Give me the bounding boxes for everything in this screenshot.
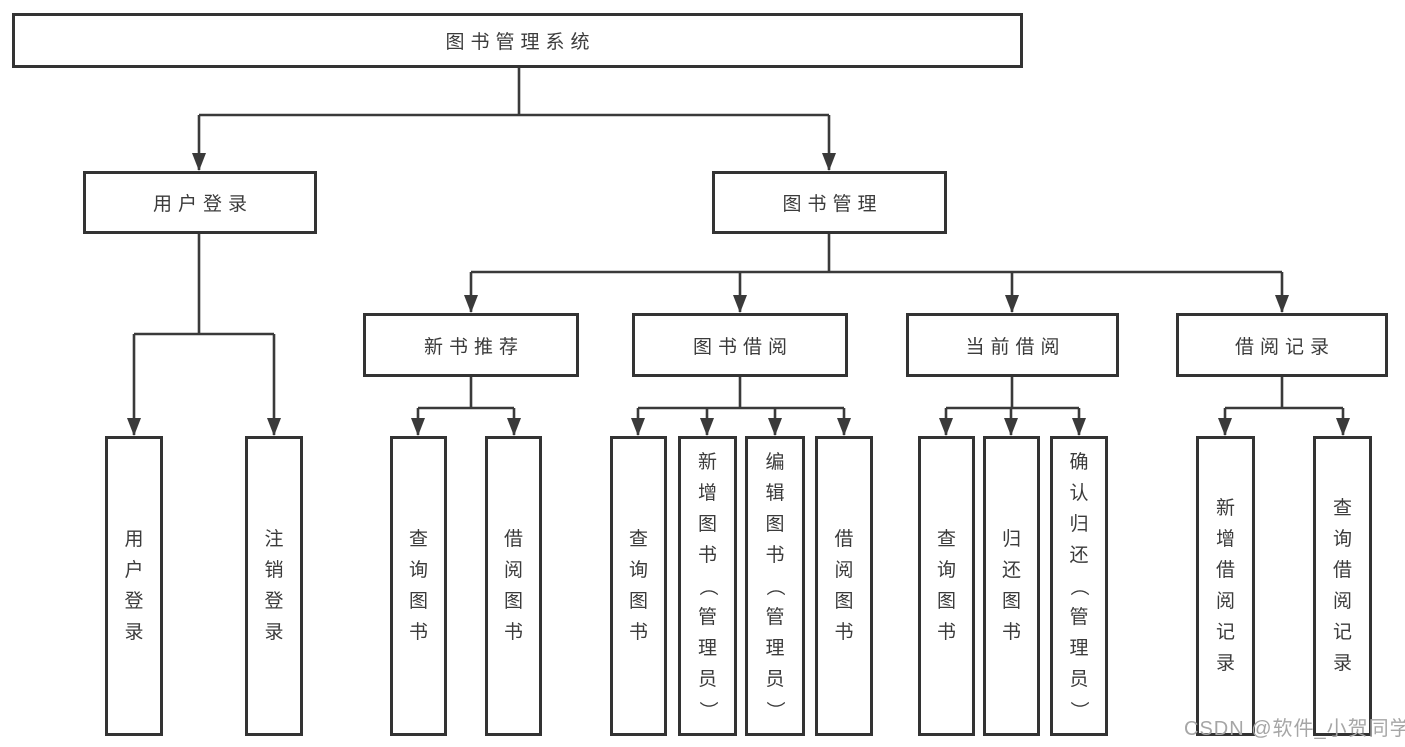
leaf-logout: 注销登录	[245, 436, 303, 736]
leaf-borrow-edit-books-admin: 编辑图书（管理员）	[745, 436, 805, 736]
node-user-login: 用户登录	[83, 171, 317, 234]
node-book-borrowing: 图书借阅	[632, 313, 848, 377]
csdn-watermark: CSDN @软件_小贺同学	[1184, 718, 1405, 740]
leaf-newbook-query-books: 查询图书	[390, 436, 447, 736]
leaf-borrow-query-books: 查询图书	[610, 436, 667, 736]
node-book-management: 图书管理	[712, 171, 947, 234]
leaf-current-query-books: 查询图书	[918, 436, 975, 736]
leaf-borrow-borrow-books: 借阅图书	[815, 436, 873, 736]
node-current-borrowing: 当前借阅	[906, 313, 1119, 377]
leaf-user-login: 用户登录	[105, 436, 163, 736]
node-new-book-recommend: 新书推荐	[363, 313, 579, 377]
leaf-borrow-add-books-admin: 新增图书（管理员）	[678, 436, 737, 736]
node-library-management-system: 图书管理系统	[12, 13, 1023, 68]
leaf-records-add-record: 新增借阅记录	[1196, 436, 1255, 736]
leaf-current-confirm-return-admin: 确认归还（管理员）	[1050, 436, 1108, 736]
leaf-current-return-books: 归还图书	[983, 436, 1040, 736]
leaf-records-query-record: 查询借阅记录	[1313, 436, 1372, 736]
node-borrow-records: 借阅记录	[1176, 313, 1388, 377]
leaf-newbook-borrow-books: 借阅图书	[485, 436, 542, 736]
